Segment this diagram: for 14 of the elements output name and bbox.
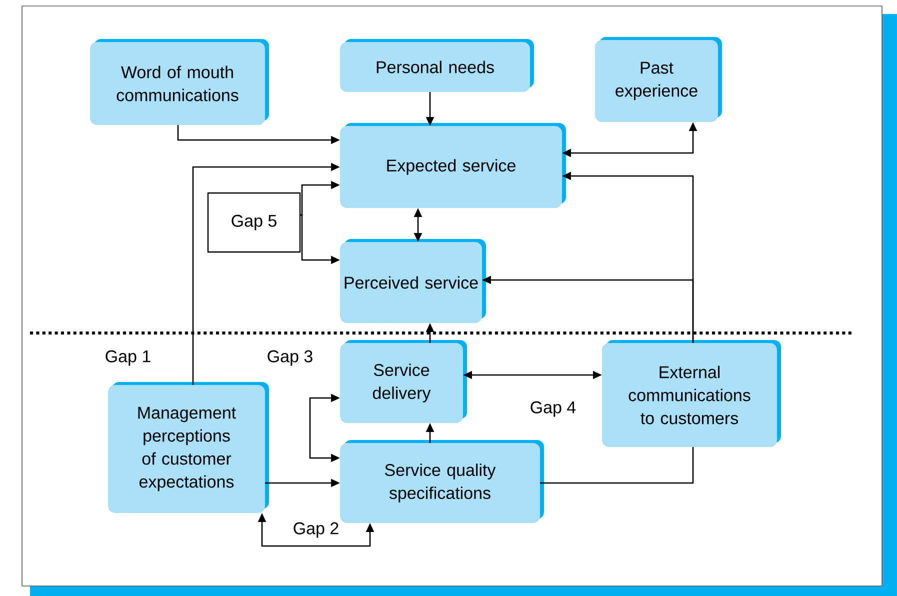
process-box: Service quality specifications: [340, 440, 544, 523]
gap-label: Gap 3: [268, 350, 312, 366]
process-box: Word of mouth communications: [90, 39, 269, 125]
process-box: Perceived service: [340, 239, 486, 323]
process-box: Management perceptions of customer expectations: [108, 382, 269, 513]
process-box: Past experience: [595, 37, 722, 122]
process-box: Personal needs: [340, 39, 534, 92]
process-box: Service delivery: [340, 340, 467, 423]
gap-label: Gap 4: [530, 401, 576, 417]
process-box: Expected service: [340, 123, 566, 208]
gap-box: Gap 5: [207, 192, 301, 253]
edge-label: Gap 2: [292, 521, 340, 539]
gap-label: Gap 1: [106, 350, 150, 366]
process-box: External communications to customers: [602, 340, 781, 447]
